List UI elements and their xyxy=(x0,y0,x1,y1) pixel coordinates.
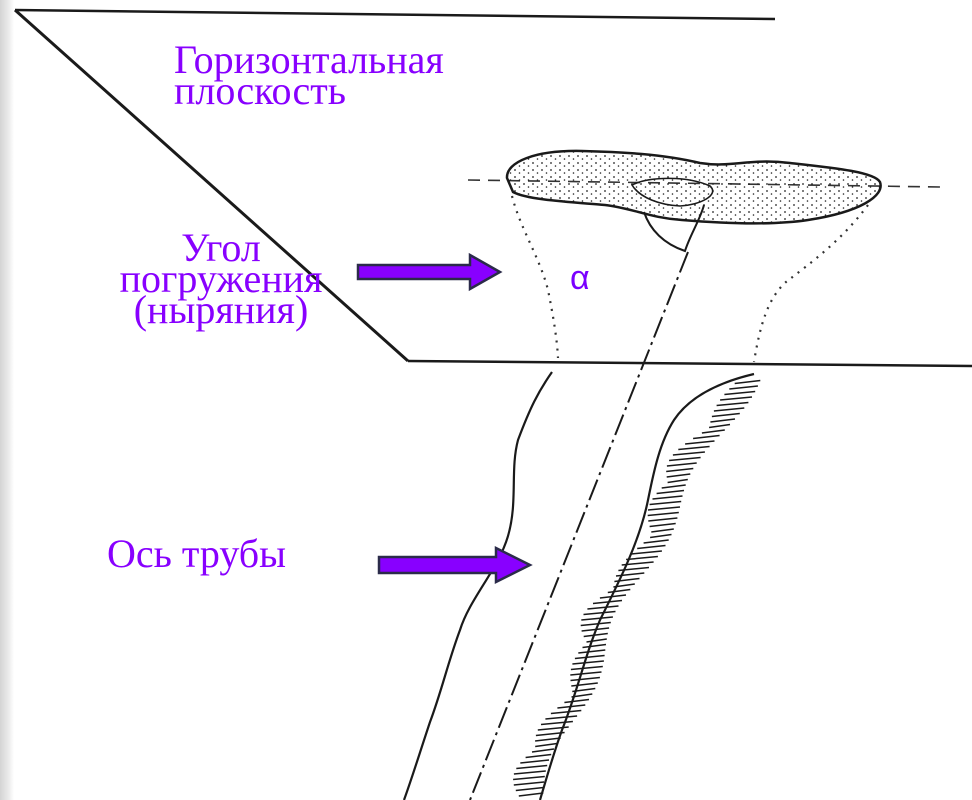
dip-angle-label: Угол погружения (ныряния) xyxy=(92,232,350,325)
projection-dotted-right xyxy=(754,205,868,362)
plane-top-edge xyxy=(15,10,775,19)
horizontal-plane-label: Горизонтальная плоскость xyxy=(174,44,444,106)
pipe-axis-label-text: Ось трубы xyxy=(107,538,286,569)
plane-bottom-edge xyxy=(408,361,972,366)
dip-angle-arrow xyxy=(358,255,500,289)
projection-dotted-left xyxy=(512,196,558,358)
outcrop-body xyxy=(507,151,881,224)
pipe-hatching xyxy=(513,381,760,797)
pipe-right-contour xyxy=(540,374,754,800)
pipe-axis-label: Ось трубы xyxy=(107,538,286,569)
pipe-left-contour xyxy=(404,372,552,800)
alpha-symbol: α xyxy=(570,258,590,298)
pipe-axis-arrow xyxy=(379,548,530,582)
